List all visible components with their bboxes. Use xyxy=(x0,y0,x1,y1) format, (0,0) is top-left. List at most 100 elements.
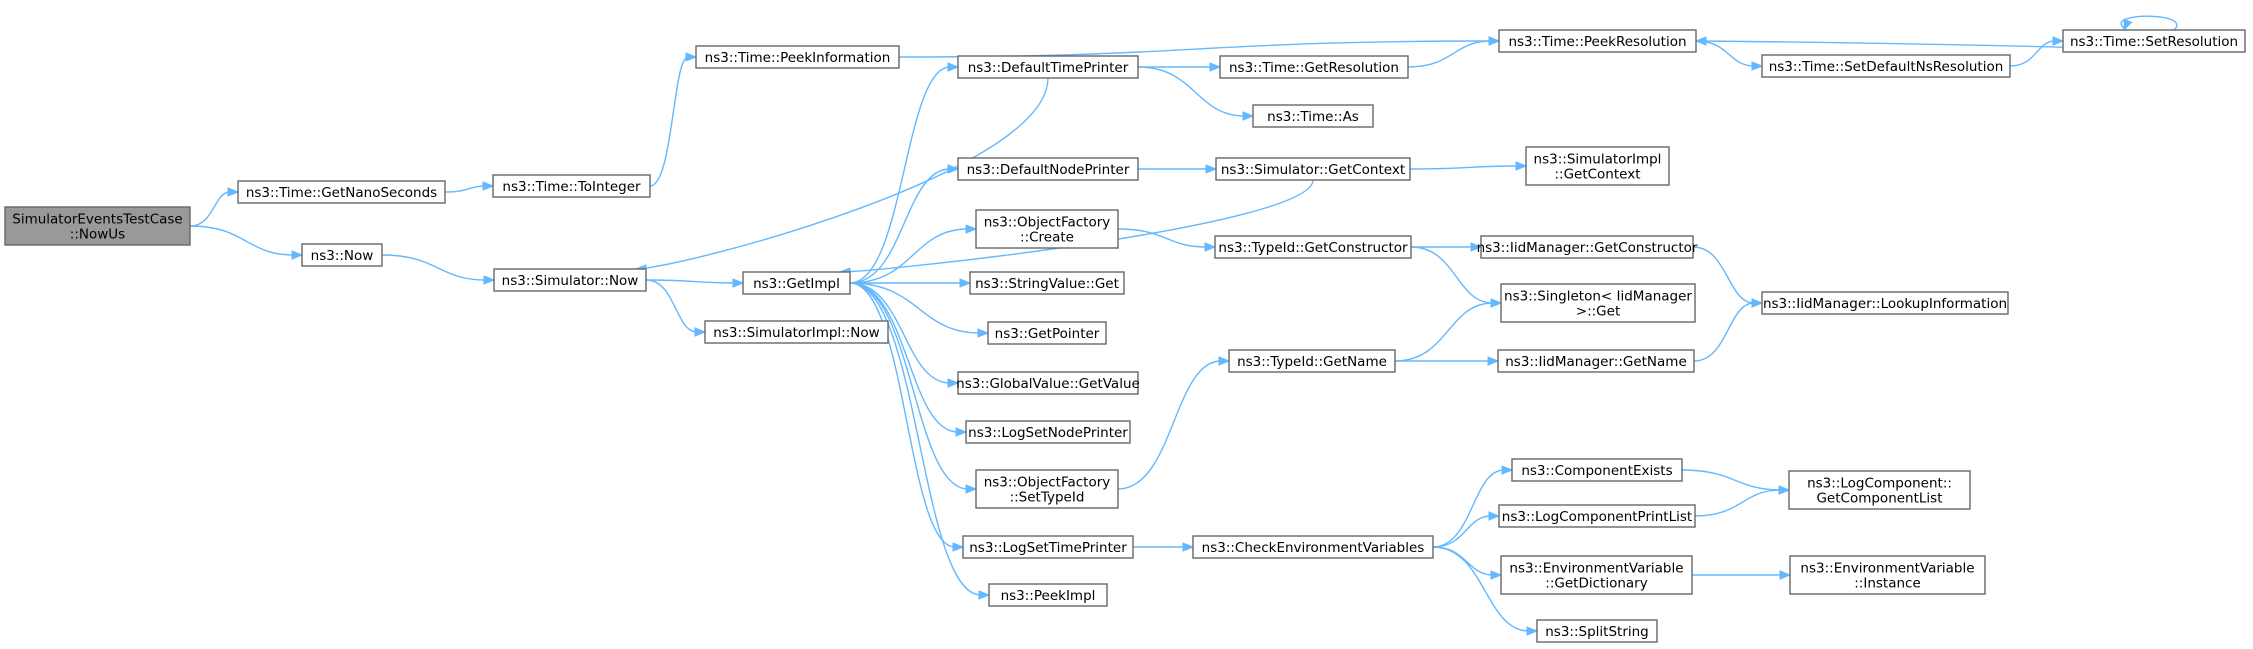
edge-typeIdGetName-to-iidGetName xyxy=(1395,356,1500,366)
node-box xyxy=(1252,104,1374,128)
node-setResolution[interactable]: ns3::Time::SetResolution xyxy=(2062,29,2246,53)
node-checkEnvVars[interactable]: ns3::CheckEnvironmentVariables xyxy=(1192,535,1434,559)
node-getPointer[interactable]: ns3::GetPointer xyxy=(987,321,1107,345)
node-peekInformation[interactable]: ns3::Time::PeekInformation xyxy=(695,45,900,69)
node-logComponentPrintList[interactable]: ns3::LogComponentPrintList xyxy=(1498,504,1696,528)
edge-line xyxy=(1432,469,1505,548)
node-getImpl[interactable]: ns3::GetImpl xyxy=(742,271,851,295)
node-label: ns3::LogComponentPrintList xyxy=(1502,509,1692,525)
edge-defaultTimePrinter-to-getResolution xyxy=(1138,62,1222,72)
edge-setResolution-to-setResolution xyxy=(2120,15,2178,32)
node-box xyxy=(962,535,1134,559)
node-splitString[interactable]: ns3::SplitString xyxy=(1536,619,1658,643)
node-simImplGetContext[interactable]: ns3::SimulatorImpl::GetContext xyxy=(1525,146,1670,186)
node-label: ns3::SplitString xyxy=(1545,624,1649,640)
edge-line xyxy=(1692,246,1755,304)
edge-logSetTimePrinter-to-checkEnvVars xyxy=(1133,542,1195,552)
edge-peekInformation-to-peekResolution xyxy=(898,36,1501,58)
node-box xyxy=(1511,458,1683,482)
node-toInteger[interactable]: ns3::Time::ToInteger xyxy=(492,174,651,198)
node-componentExists[interactable]: ns3::ComponentExists xyxy=(1511,458,1683,482)
edge-arrowhead xyxy=(483,275,496,285)
edge-line xyxy=(898,40,1492,58)
node-getNanoSeconds[interactable]: ns3::Time::GetNanoSeconds xyxy=(237,180,446,204)
node-box xyxy=(742,271,851,295)
node-peekImpl[interactable]: ns3::PeekImpl xyxy=(988,583,1108,607)
edge-line xyxy=(849,168,951,284)
node-now[interactable]: ns3::Now xyxy=(301,243,383,267)
node-defaultTimePrinter[interactable]: ns3::DefaultTimePrinter xyxy=(957,55,1139,79)
node-stringValueGet[interactable]: ns3::StringValue::Get xyxy=(969,271,1125,295)
node-envInstance[interactable]: ns3::EnvironmentVariable::Instance xyxy=(1789,555,1986,595)
node-simImplNow[interactable]: ns3::SimulatorImpl::Now xyxy=(704,320,889,344)
edge-arrowhead xyxy=(685,52,698,62)
edge-typeIdGetName-to-singletonGet xyxy=(1394,298,1503,362)
node-box xyxy=(957,55,1139,79)
edge-line xyxy=(189,225,295,256)
edge-getImpl-to-defaultNodePrinter xyxy=(849,164,960,284)
node-getResolution[interactable]: ns3::Time::GetResolution xyxy=(1219,55,1409,79)
node-iidGetConstructor[interactable]: ns3::IidManager::GetConstructor xyxy=(1477,235,1698,259)
node-peekResolution[interactable]: ns3::Time::PeekResolution xyxy=(1498,29,1697,53)
edge-arrowhead xyxy=(482,181,495,191)
node-envGetDictionary[interactable]: ns3::EnvironmentVariable::GetDictionary xyxy=(1500,555,1693,595)
node-objFactorySetTypeId[interactable]: ns3::ObjectFactory::SetTypeId xyxy=(975,469,1119,509)
node-box xyxy=(1536,619,1658,643)
node-label: ns3::Time::SetResolution xyxy=(2070,34,2238,50)
node-label: ns3::Time::ToInteger xyxy=(502,179,641,195)
node-box xyxy=(957,371,1139,395)
node-box xyxy=(1215,157,1411,181)
node-label: ns3::StringValue::Get xyxy=(975,276,1119,292)
edge-arrowhead xyxy=(1182,542,1195,552)
edge-checkEnvVars-to-splitString xyxy=(1432,546,1539,636)
edge-getImpl-to-stringValueGet xyxy=(849,278,972,288)
node-defaultNodePrinter[interactable]: ns3::DefaultNodePrinter xyxy=(957,157,1139,181)
node-timeAs[interactable]: ns3::Time::As xyxy=(1252,104,1374,128)
edge-line xyxy=(1394,302,1494,362)
edge-defaultNodePrinter-to-simGetContext xyxy=(1137,164,1218,174)
edge-simNow-to-simImplNow xyxy=(645,279,707,337)
edges-layer xyxy=(189,15,2178,636)
node-typeIdGetConstructor[interactable]: ns3::TypeId::GetConstructor xyxy=(1214,235,1412,259)
node-objFactoryCreate[interactable]: ns3::ObjectFactory::Create xyxy=(975,209,1119,249)
node-box xyxy=(1214,235,1412,259)
edge-arrowhead xyxy=(965,224,978,234)
node-iidGetName[interactable]: ns3::IidManager::GetName xyxy=(1497,349,1695,373)
node-label: ::GetContext xyxy=(1554,167,1640,183)
edge-getImpl-to-objFactorySetTypeId xyxy=(849,282,978,494)
edge-arrowhead xyxy=(1515,161,1528,171)
edge-arrowhead xyxy=(1501,465,1514,475)
node-logSetNodePrinter[interactable]: ns3::LogSetNodePrinter xyxy=(965,420,1131,444)
edge-toInteger-to-peekInformation xyxy=(649,52,698,187)
edge-arrowhead xyxy=(955,427,968,437)
node-label: ns3::CheckEnvironmentVariables xyxy=(1202,540,1425,556)
edge-arrowhead xyxy=(965,484,978,494)
node-getComponentList[interactable]: ns3::LogComponent::GetComponentList xyxy=(1788,470,1971,510)
edge-getResolution-to-peekResolution xyxy=(1407,36,1501,68)
node-root[interactable]: SimulatorEventsTestCase::NowUs xyxy=(4,206,191,246)
node-label: ns3::DefaultTimePrinter xyxy=(968,60,1129,76)
node-typeIdGetName[interactable]: ns3::TypeId::GetName xyxy=(1228,349,1396,373)
node-globalValueGetValue[interactable]: ns3::GlobalValue::GetValue xyxy=(956,371,1140,395)
node-logSetTimePrinter[interactable]: ns3::LogSetTimePrinter xyxy=(962,535,1134,559)
node-simNow[interactable]: ns3::Simulator::Now xyxy=(493,268,647,292)
edge-arrowhead xyxy=(947,62,960,72)
node-box xyxy=(1788,470,1971,510)
node-label: ::GetDictionary xyxy=(1545,576,1647,592)
node-label: ::SetTypeId xyxy=(1010,490,1085,506)
edge-arrowhead xyxy=(227,187,240,197)
node-box xyxy=(1480,235,1694,259)
edge-line xyxy=(849,228,969,284)
node-setDefaultNsResolution[interactable]: ns3::Time::SetDefaultNsResolution xyxy=(1761,54,2011,78)
edge-arrowhead xyxy=(1526,626,1539,636)
edge-line xyxy=(2120,15,2178,31)
node-box xyxy=(1219,55,1409,79)
node-iidLookup[interactable]: ns3::IidManager::LookupInformation xyxy=(1761,291,2009,315)
node-label: >::Get xyxy=(1576,304,1620,320)
edge-line xyxy=(189,191,231,227)
node-label: ns3::Time::GetNanoSeconds xyxy=(246,185,437,201)
edge-arrowhead xyxy=(1779,570,1792,580)
edge-getImpl-to-objFactoryCreate xyxy=(849,224,978,284)
node-singletonGet[interactable]: ns3::Singleton< IidManager>::Get xyxy=(1500,283,1696,323)
node-simGetContext[interactable]: ns3::Simulator::GetContext xyxy=(1215,157,1411,181)
